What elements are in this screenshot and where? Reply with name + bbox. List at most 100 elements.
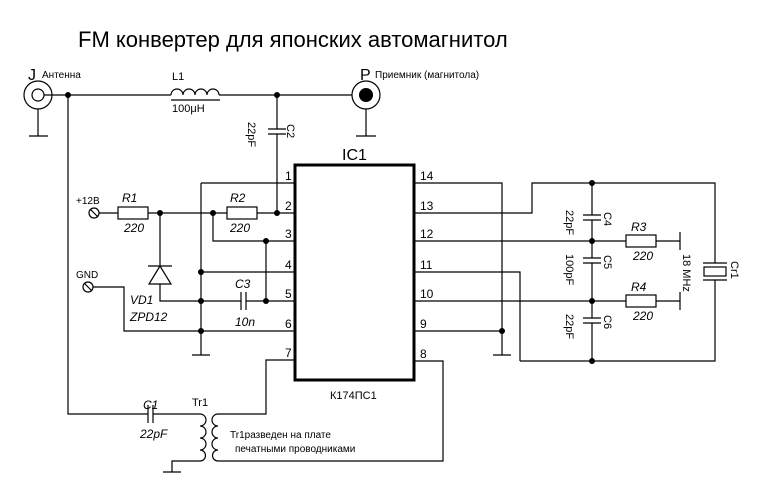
gnd-label: GND xyxy=(76,270,98,281)
antenna-label: Антенна xyxy=(42,70,81,81)
transformer-secondary-icon xyxy=(211,413,219,462)
junction-dot xyxy=(263,298,269,304)
C5-value: 100pF xyxy=(563,254,575,285)
inductor-icon xyxy=(170,88,220,101)
resistor-icon xyxy=(625,294,657,308)
C1-ref: C1 xyxy=(143,398,158,412)
capacitor-C1: C1 22pF xyxy=(139,398,168,441)
tr1-note-line2: печатными проводниками xyxy=(235,444,355,455)
pin-label: 9 xyxy=(420,317,427,331)
ic1-body xyxy=(293,163,416,382)
junction-dot xyxy=(65,92,71,98)
ic1: IC1 К174ПС1 1 2 3 4 5 6 7 14 13 12 11 10… xyxy=(285,147,434,402)
capacitor-icon xyxy=(268,95,286,213)
C4-value: 22pF xyxy=(563,210,575,235)
wire-pin14-ground xyxy=(414,182,511,356)
terminal-icon xyxy=(82,281,94,293)
ground-icon xyxy=(29,109,48,137)
junction-dot xyxy=(210,210,216,216)
ground-icon xyxy=(356,109,376,137)
R2-value: 220 xyxy=(229,221,250,235)
wire-pin7 xyxy=(218,359,295,415)
crystal-icon xyxy=(703,266,727,277)
gnd-terminal: GND xyxy=(76,270,98,293)
crystal-plates-icon xyxy=(703,262,727,281)
R2-ref: R2 xyxy=(230,191,246,205)
resistor-R1: R1 220 xyxy=(117,191,149,235)
terminal-slash-icon xyxy=(83,282,93,292)
R4-ref: R4 xyxy=(631,280,647,294)
Cr1-value: 18 MHz xyxy=(680,254,692,292)
R3-ref: R3 xyxy=(631,220,647,234)
capacitor-C5: 100pF C5 xyxy=(563,254,613,285)
L1-value: 100μH xyxy=(172,103,205,115)
C6-ref: C6 xyxy=(601,315,613,329)
junction-dot xyxy=(274,210,280,216)
diagram-title: FM конвертер для японских автомагнитол xyxy=(78,27,508,52)
capacitor-C6: 22pF C6 xyxy=(563,314,613,339)
ic1-part: К174ПС1 xyxy=(330,390,377,402)
resistor-R3: R3 220 xyxy=(592,220,681,263)
diode-VD1: VD1 ZPD12 xyxy=(129,213,173,324)
VD1-value: ZPD12 xyxy=(129,310,168,324)
junction-dot xyxy=(589,298,595,304)
pin-label: 10 xyxy=(420,287,434,301)
wire-pin6-gnd xyxy=(93,286,295,332)
capacitor-icon xyxy=(240,292,247,310)
C2-value: 22pF xyxy=(245,122,257,147)
pin-label: 4 xyxy=(285,258,292,272)
junctions xyxy=(65,92,595,364)
junction-dot xyxy=(499,328,505,334)
capacitor-C3: C3 10n xyxy=(235,277,255,329)
junction-dot xyxy=(274,92,280,98)
R4-value: 220 xyxy=(632,309,653,323)
transformer-Tr1: Tr1 Tr1разведен на плате печатными прово… xyxy=(163,397,355,473)
capacitor-C2: 22pF C2 xyxy=(245,95,296,213)
capacitor-C4: 22pF C4 xyxy=(563,210,613,235)
pin-label: 11 xyxy=(420,258,433,272)
pin-label: 5 xyxy=(285,287,292,301)
C2-ref: C2 xyxy=(284,124,296,138)
wire-pin11 xyxy=(414,271,521,361)
resistor-icon xyxy=(625,234,657,248)
wire-r3-ground xyxy=(592,232,681,250)
junction-dot xyxy=(157,210,163,216)
resistor-icon xyxy=(226,206,258,220)
pin-label: 3 xyxy=(285,227,292,241)
C3-value: 10n xyxy=(235,315,255,329)
junction-dot xyxy=(589,358,595,364)
junction-dot xyxy=(198,269,204,275)
capacitor-icon xyxy=(583,214,601,221)
Tr1-ref: Tr1 xyxy=(192,397,208,409)
inductor-L1: L1 100μH xyxy=(170,71,220,115)
C4-ref: C4 xyxy=(601,212,613,226)
pin-label: 12 xyxy=(420,227,434,241)
pin-label: 1 xyxy=(285,169,292,183)
terminal-slash-icon xyxy=(89,208,99,218)
VD1-ref: VD1 xyxy=(130,293,153,307)
capacitor-icon xyxy=(583,317,601,324)
R1-value: 220 xyxy=(123,221,144,235)
pin-label: 8 xyxy=(420,347,427,361)
resistor-icon xyxy=(117,206,149,220)
junction-dot xyxy=(589,238,595,244)
resistor-R4: R4 220 xyxy=(592,280,681,323)
wire-pin5 xyxy=(159,284,295,302)
C1-value: 22pF xyxy=(139,427,168,441)
receiver-label: Приемник (магнитола) xyxy=(375,70,479,81)
pin-label: 14 xyxy=(420,169,434,183)
junction-dot xyxy=(198,298,204,304)
junction-dot xyxy=(589,180,595,186)
pin-label: 6 xyxy=(285,317,292,331)
pin-label: 2 xyxy=(285,199,292,213)
receiver-connector: P Приемник (магнитола) xyxy=(351,67,479,137)
terminal-icon xyxy=(88,207,100,219)
wire-antenna-to-c1 xyxy=(67,95,200,415)
junction-dot xyxy=(198,328,204,334)
C6-value: 22pF xyxy=(563,314,575,339)
coax-inner-icon xyxy=(359,88,373,102)
R3-value: 220 xyxy=(632,249,653,263)
tr1-note-line1: Tr1разведен на плате xyxy=(230,430,331,441)
R1-ref: R1 xyxy=(122,191,137,205)
